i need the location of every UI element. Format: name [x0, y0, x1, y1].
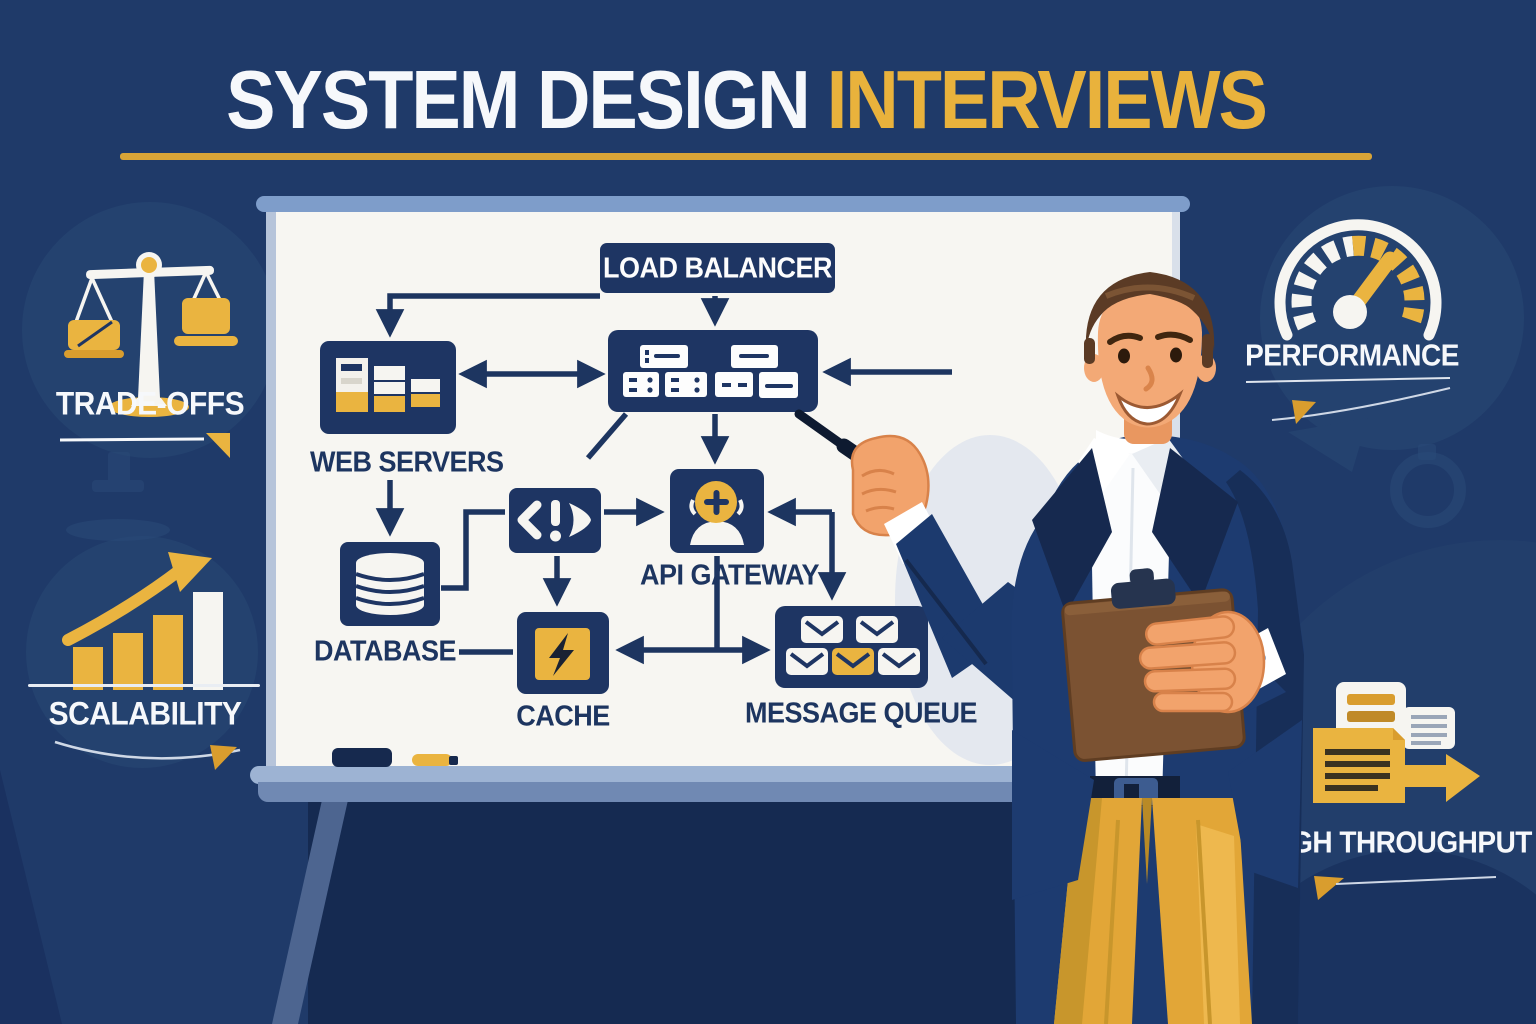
title-part-white: SYSTEM DESIGN [226, 53, 811, 147]
whiteboard-marker-cap [449, 756, 458, 765]
speedometer-gauge-icon [1274, 219, 1442, 341]
whiteboard-tray [250, 766, 1196, 784]
title-underline [120, 153, 1372, 160]
flow-edges [375, 293, 952, 665]
load-balancer-box [600, 243, 835, 293]
presenter-pants [1054, 798, 1252, 1024]
trade-offs-accent [59, 433, 230, 458]
title-part-gold: INTERVIEWS [826, 53, 1268, 147]
scalability-divider [28, 684, 260, 687]
trade-offs-label: TRADE-OFFS [55, 386, 245, 423]
whiteboard-top-frame [256, 196, 1190, 212]
board-leg-left [272, 800, 348, 1024]
balance-scale-icon [64, 252, 238, 417]
lightning-bolt-icon [517, 612, 609, 694]
api-gateway-user-icon [670, 469, 764, 553]
server-towers-icon [320, 341, 456, 434]
label-api-gateway: API GATEWAY [640, 559, 820, 591]
label-web-servers: WEB SERVERS [310, 446, 504, 478]
decor-gear-outline [1390, 452, 1466, 528]
label-load-balancer: LOAD BALANCER [603, 251, 833, 284]
presenter-smile [1114, 389, 1184, 426]
server-rack-cluster-icon [608, 330, 818, 412]
decor-corner-wedge [0, 770, 62, 1024]
high-throughput-accent [1314, 876, 1497, 900]
performance-accent [1245, 377, 1451, 424]
growth-bar-chart-icon [62, 552, 223, 690]
whiteboard-eraser [332, 748, 392, 767]
database-cylinder-icon [340, 542, 440, 626]
scalability-label: SCALABILITY [48, 696, 242, 733]
presenter-left-hand [1138, 610, 1266, 714]
performance-label: PERFORMANCE [1245, 338, 1459, 373]
high-throughput-label: HIGH THROUGHPUT [1264, 825, 1532, 860]
documents-flow-arrow-icon [1313, 682, 1480, 803]
code-alert-icon [509, 488, 601, 553]
label-database: DATABASE [314, 635, 457, 667]
label-message-queue: MESSAGE QUEUE [745, 697, 978, 729]
decor-faint-silhouettes [66, 444, 1436, 541]
label-cache: CACHE [516, 700, 610, 732]
envelopes-grid-icon [775, 606, 928, 688]
whiteboard-tray-front [258, 782, 1188, 802]
whiteboard-marker [412, 754, 452, 766]
whiteboard-left-edge [266, 210, 276, 768]
scalability-accent [54, 740, 241, 770]
decor-bubble-tail [1288, 418, 1368, 472]
presenter-face [1097, 290, 1202, 428]
